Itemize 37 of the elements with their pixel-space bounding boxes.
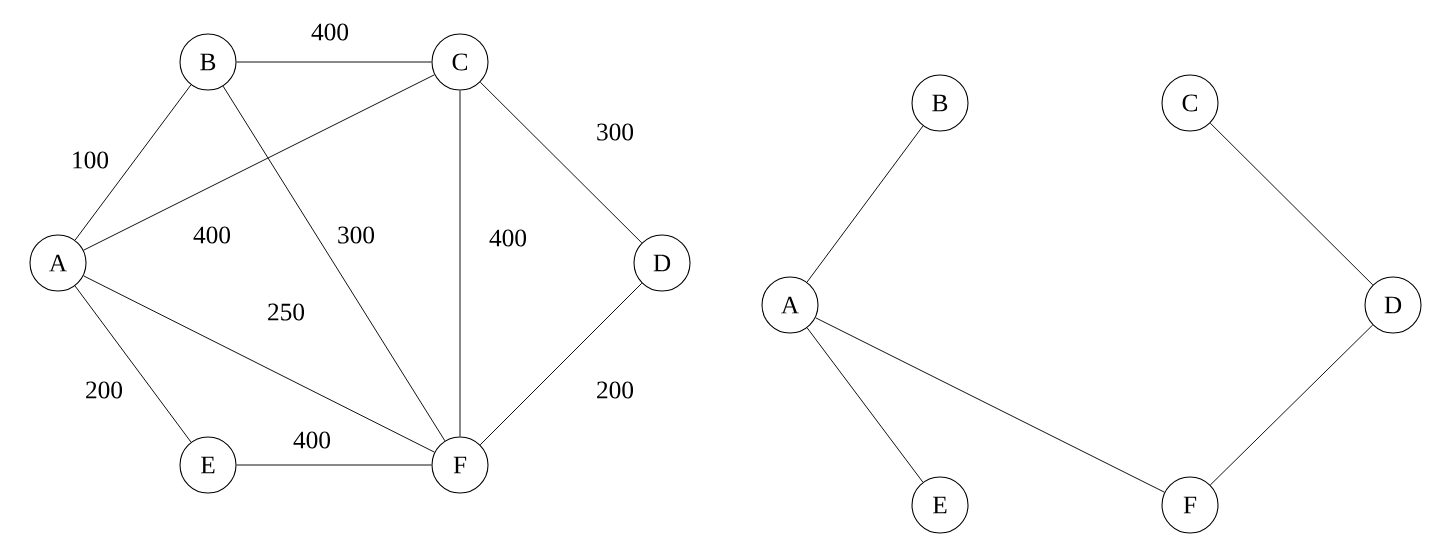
edge-line [236,464,432,466]
edge-line [236,61,432,63]
edge-label: 250 [265,302,307,322]
edge-line [806,125,924,283]
edge-line [83,275,435,453]
graph-node: C [1161,74,1219,132]
edge-line [74,84,192,241]
graph-node: A [761,276,819,334]
edge-label: 400 [309,22,351,42]
graph-node: B [179,33,237,91]
edge-line [83,74,435,251]
graph-node: E [179,436,237,494]
edge-line [479,81,643,244]
edge-line [1209,122,1374,286]
edge-label: 200 [594,380,636,400]
edge-label: 100 [69,150,111,170]
edge-label: 300 [335,225,377,245]
graph-node: B [911,74,969,132]
graph-node: E [911,476,969,534]
edge-line [479,282,643,446]
graph-node: F [1161,476,1219,534]
edge-line [222,85,446,442]
graph-node: A [29,234,87,292]
graph-node: D [633,234,691,292]
edge-label: 200 [83,380,125,400]
edge-line [1209,324,1374,486]
edge-line [806,327,924,483]
edge-label: 400 [487,228,529,248]
graph-node: F [431,436,489,494]
edge-line [74,285,192,443]
edge-label: 400 [191,225,233,245]
graph-node: D [1364,276,1422,334]
edge-line [459,90,461,437]
edge-label: 300 [594,122,636,142]
edge-line [815,317,1165,493]
graph-node: C [431,33,489,91]
edge-label: 400 [291,430,333,450]
